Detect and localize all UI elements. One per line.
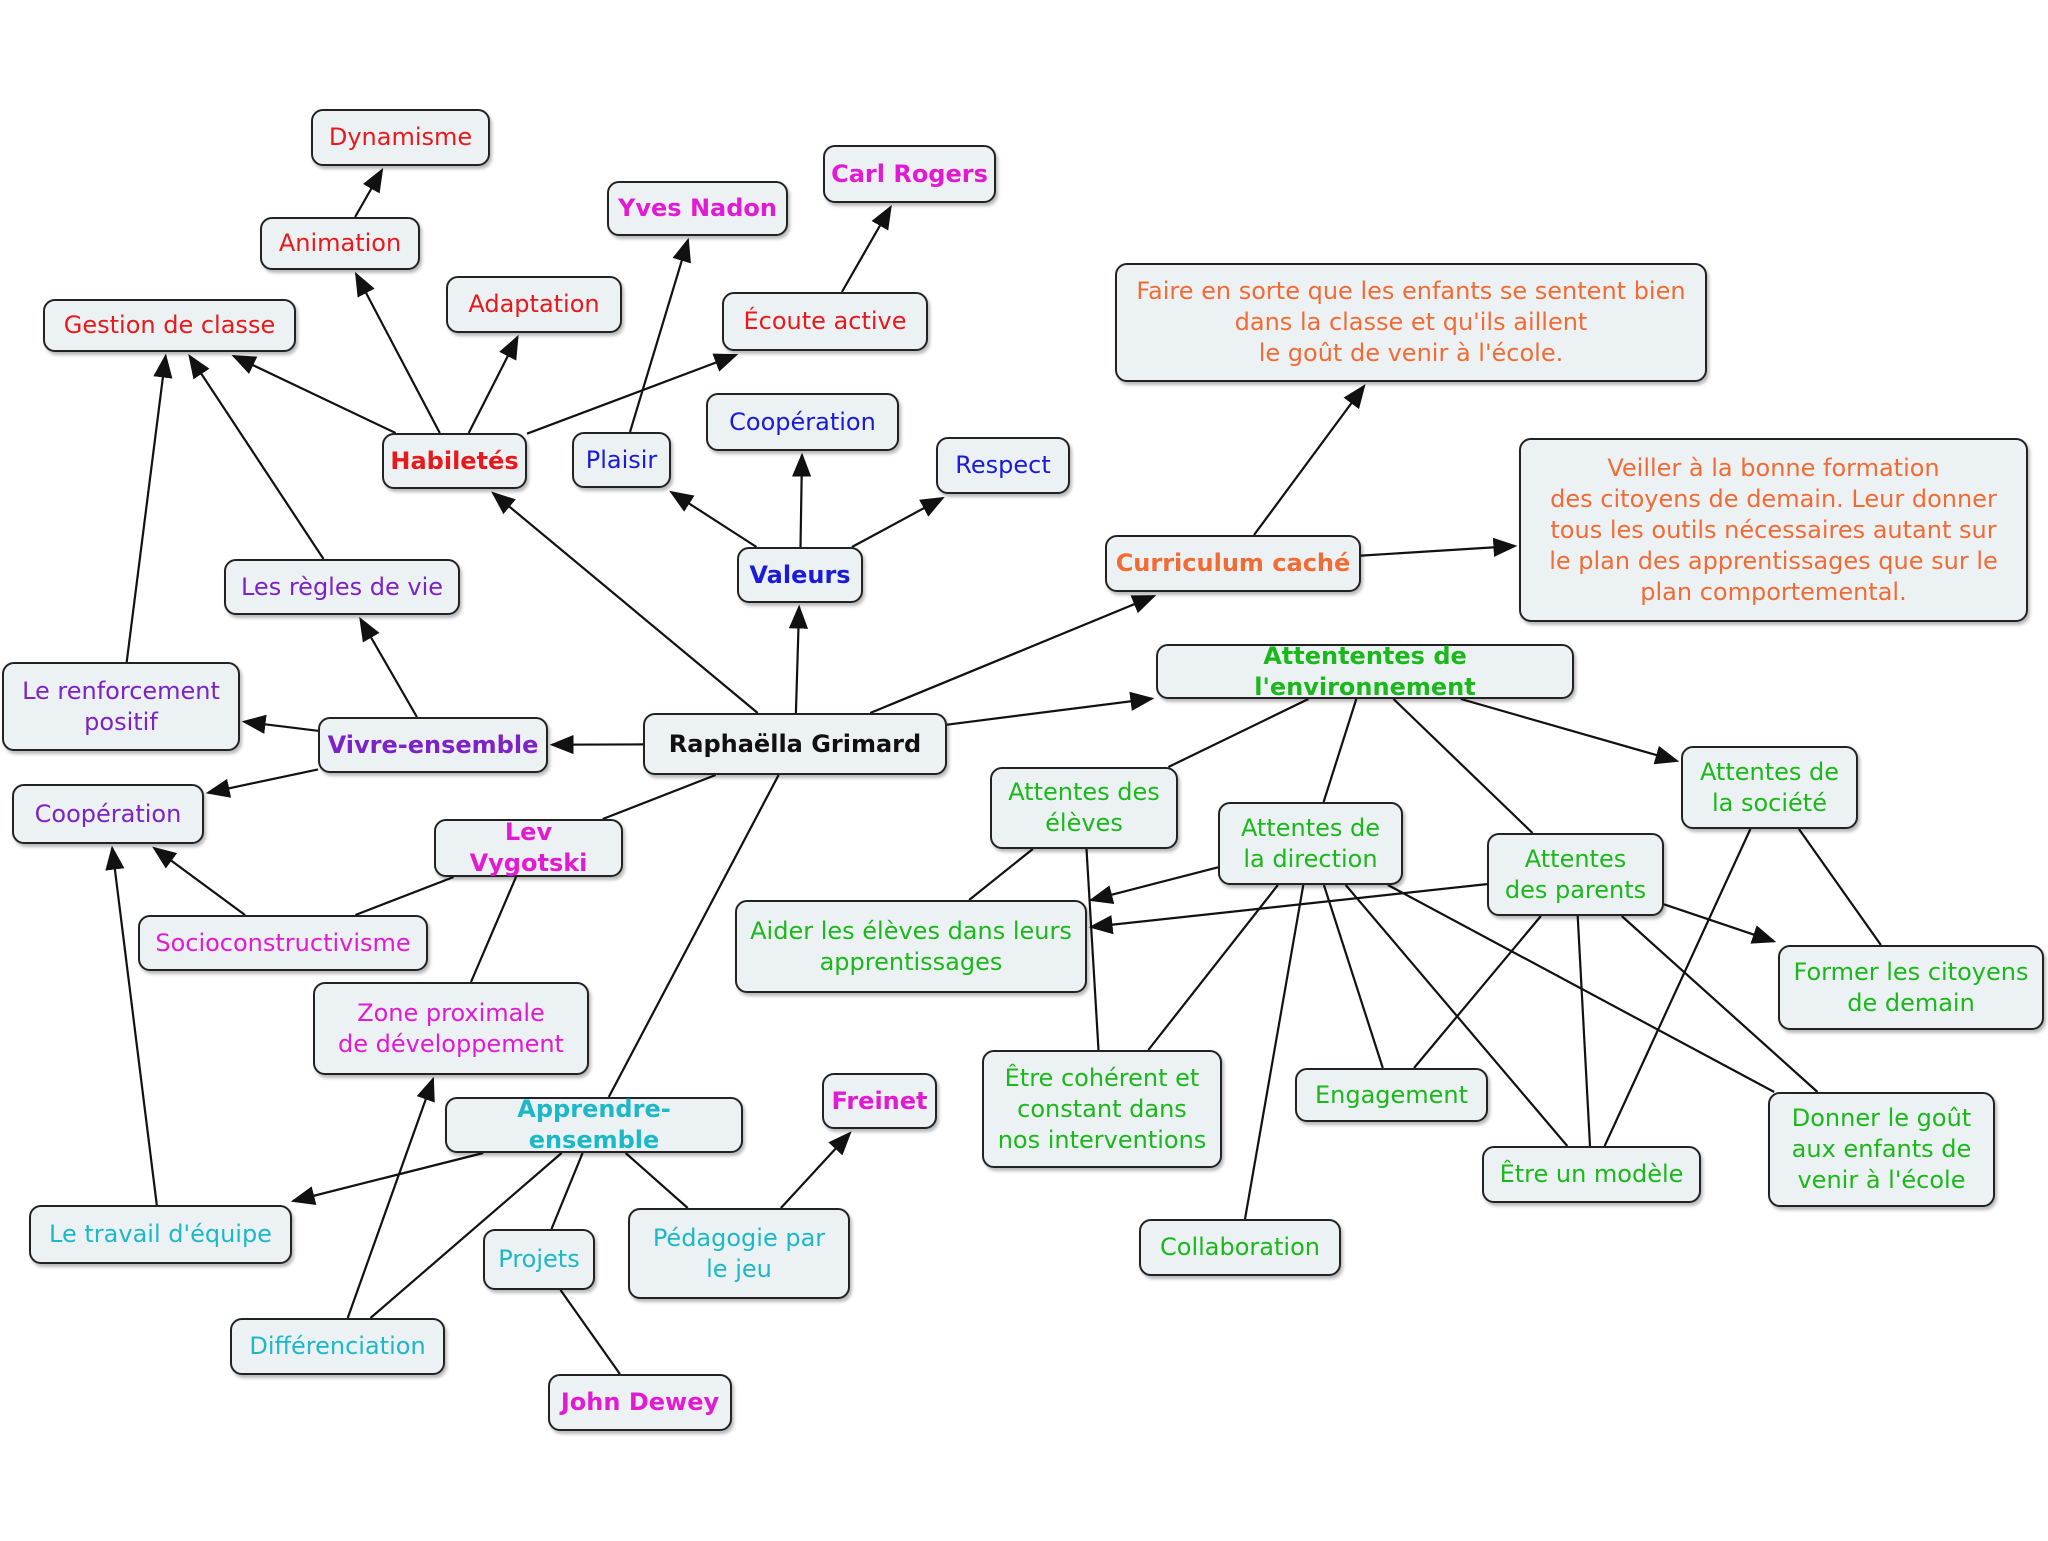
connector-att_direction-to-engagement: [1322, 884, 1384, 1069]
connector-att_parents-to-aider: [1088, 883, 1488, 935]
node-collaboration: Collaboration: [1139, 1219, 1341, 1276]
connector-apprendre-to-pedagogie: [624, 1152, 689, 1209]
connector-center-to-curriculum: [869, 594, 1157, 715]
node-regles: Les règles de vie: [224, 559, 460, 615]
connector-habiletes-to-animation: [354, 271, 441, 434]
connector-vivre-to-renforcement: [241, 714, 319, 734]
connector-attentes_env-to-att_eleves: [1167, 698, 1309, 768]
node-att_eleves: Attentes des élèves: [990, 767, 1178, 849]
connector-att_eleves-to-coherent: [1085, 848, 1100, 1051]
connector-socio-to-coop_vivre: [152, 846, 246, 916]
connector-regles-to-gestion: [188, 353, 325, 560]
connector-apprendre-to-projets: [550, 1152, 584, 1230]
connector-habiletes-to-ecoute: [526, 353, 739, 435]
connector-attentes_env-to-att_parents: [1392, 698, 1534, 834]
connector-apprendre-to-differenciation: [369, 1152, 563, 1319]
connector-animation-to-dynamisme: [354, 167, 384, 218]
connector-att_direction-to-collaboration: [1243, 884, 1305, 1220]
node-travail: Le travail d'équipe: [29, 1205, 292, 1264]
node-modele: Être un modèle: [1482, 1146, 1701, 1203]
connector-center-to-vygotski: [602, 773, 716, 821]
node-att_direction: Attentes de la direction: [1218, 802, 1403, 885]
connector-att_direction-to-coherent: [1147, 884, 1279, 1051]
connector-habiletes-to-gestion: [231, 354, 397, 434]
connector-att_societe-to-modele: [1603, 828, 1752, 1147]
connector-center-to-habiletes: [491, 491, 759, 714]
connector-valeurs-to-plaisir: [669, 490, 758, 548]
node-ecoute: Écoute active: [722, 292, 928, 351]
node-rogers: Carl Rogers: [823, 145, 996, 203]
connector-plaisir-to-nadon: [628, 237, 691, 433]
node-former: Former les citoyens de demain: [1778, 945, 2044, 1030]
connector-valeurs-to-respect: [851, 496, 945, 548]
connector-curriculum-to-veiller: [1360, 537, 1518, 557]
connector-vygotski-to-zone: [469, 876, 518, 983]
node-nadon: Yves Nadon: [607, 181, 788, 236]
connector-center-to-valeurs: [788, 604, 809, 714]
connector-center-to-apprendre: [607, 774, 780, 1098]
node-faire: Faire en sorte que les enfants se senten…: [1115, 263, 1707, 382]
node-habiletes: Habiletés: [382, 433, 527, 489]
connector-attentes_env-to-att_societe: [1460, 697, 1680, 765]
node-center: Raphaëlla Grimard: [643, 713, 947, 775]
connector-vivre-to-coop_vivre: [205, 768, 319, 798]
connector-vygotski-to-socio: [355, 875, 454, 917]
node-dynamisme: Dynamisme: [311, 109, 490, 166]
node-vygotski: Lev Vygotski: [434, 818, 623, 877]
node-animation: Animation: [260, 217, 420, 270]
connector-att_eleves-to-aider: [968, 848, 1034, 901]
node-veiller: Veiller à la bonne formation des citoyen…: [1519, 438, 2028, 622]
connector-renforcement-to-gestion: [125, 353, 173, 663]
connector-valeurs-to-coop_val: [792, 452, 812, 548]
node-vivre: Vivre-ensemble: [318, 717, 548, 773]
connector-att_parents-to-donner: [1620, 915, 1819, 1093]
node-differenciation: Différenciation: [230, 1318, 445, 1375]
connector-att_parents-to-former: [1663, 903, 1777, 944]
connector-differenciation-to-zone: [346, 1076, 435, 1319]
node-valeurs: Valeurs: [737, 547, 863, 603]
node-adaptation: Adaptation: [446, 276, 622, 333]
node-attentes_env: Attententes de l'environnement: [1156, 642, 1574, 701]
connector-ecoute-to-rogers: [840, 204, 892, 293]
node-projets: Projets: [483, 1229, 595, 1290]
node-donner: Donner le goût aux enfants de venir à l'…: [1768, 1092, 1995, 1207]
node-zone: Zone proximale de développement: [313, 982, 589, 1075]
node-coop_vivre: Coopération: [12, 784, 204, 844]
node-plaisir: Plaisir: [572, 432, 671, 488]
connector-habiletes-to-adaptation: [467, 334, 519, 434]
node-dewey: John Dewey: [548, 1374, 732, 1431]
node-renforcement: Le renforcement positif: [2, 662, 240, 751]
node-aider: Aider les élèves dans leurs apprentissag…: [735, 900, 1087, 993]
node-pedagogie: Pédagogie par le jeu: [628, 1208, 850, 1299]
connector-pedagogie-to-freinet: [780, 1131, 852, 1209]
node-coop_val: Coopération: [706, 393, 899, 451]
node-gestion: Gestion de classe: [43, 299, 296, 352]
node-engagement: Engagement: [1295, 1068, 1488, 1122]
connector-vivre-to-regles: [359, 616, 418, 718]
node-socio: Socioconstructivisme: [138, 915, 428, 971]
node-coherent: Être cohérent et constant dans nos inter…: [982, 1050, 1222, 1168]
connector-travail-to-coop_vivre: [105, 845, 158, 1206]
connector-att_parents-to-engagement: [1413, 915, 1542, 1069]
node-apprendre: Apprendre-ensemble: [445, 1095, 743, 1154]
node-freinet: Freinet: [822, 1073, 937, 1129]
connector-att_direction-to-aider: [1088, 866, 1219, 904]
connector-apprendre-to-travail: [290, 1151, 484, 1206]
connector-projets-to-dewey: [559, 1289, 621, 1375]
node-curriculum: Curriculum caché: [1105, 535, 1361, 592]
node-respect: Respect: [936, 437, 1070, 494]
node-att_parents: Attentes des parents: [1487, 833, 1664, 916]
connector-curriculum-to-faire: [1253, 384, 1366, 536]
connector-attentes_env-to-att_direction: [1322, 698, 1358, 803]
connector-att_parents-to-modele: [1576, 915, 1592, 1147]
connector-att_societe-to-former: [1798, 828, 1882, 946]
node-att_societe: Attentes de la société: [1681, 746, 1858, 829]
connector-center-to-attentes_env: [946, 691, 1155, 726]
